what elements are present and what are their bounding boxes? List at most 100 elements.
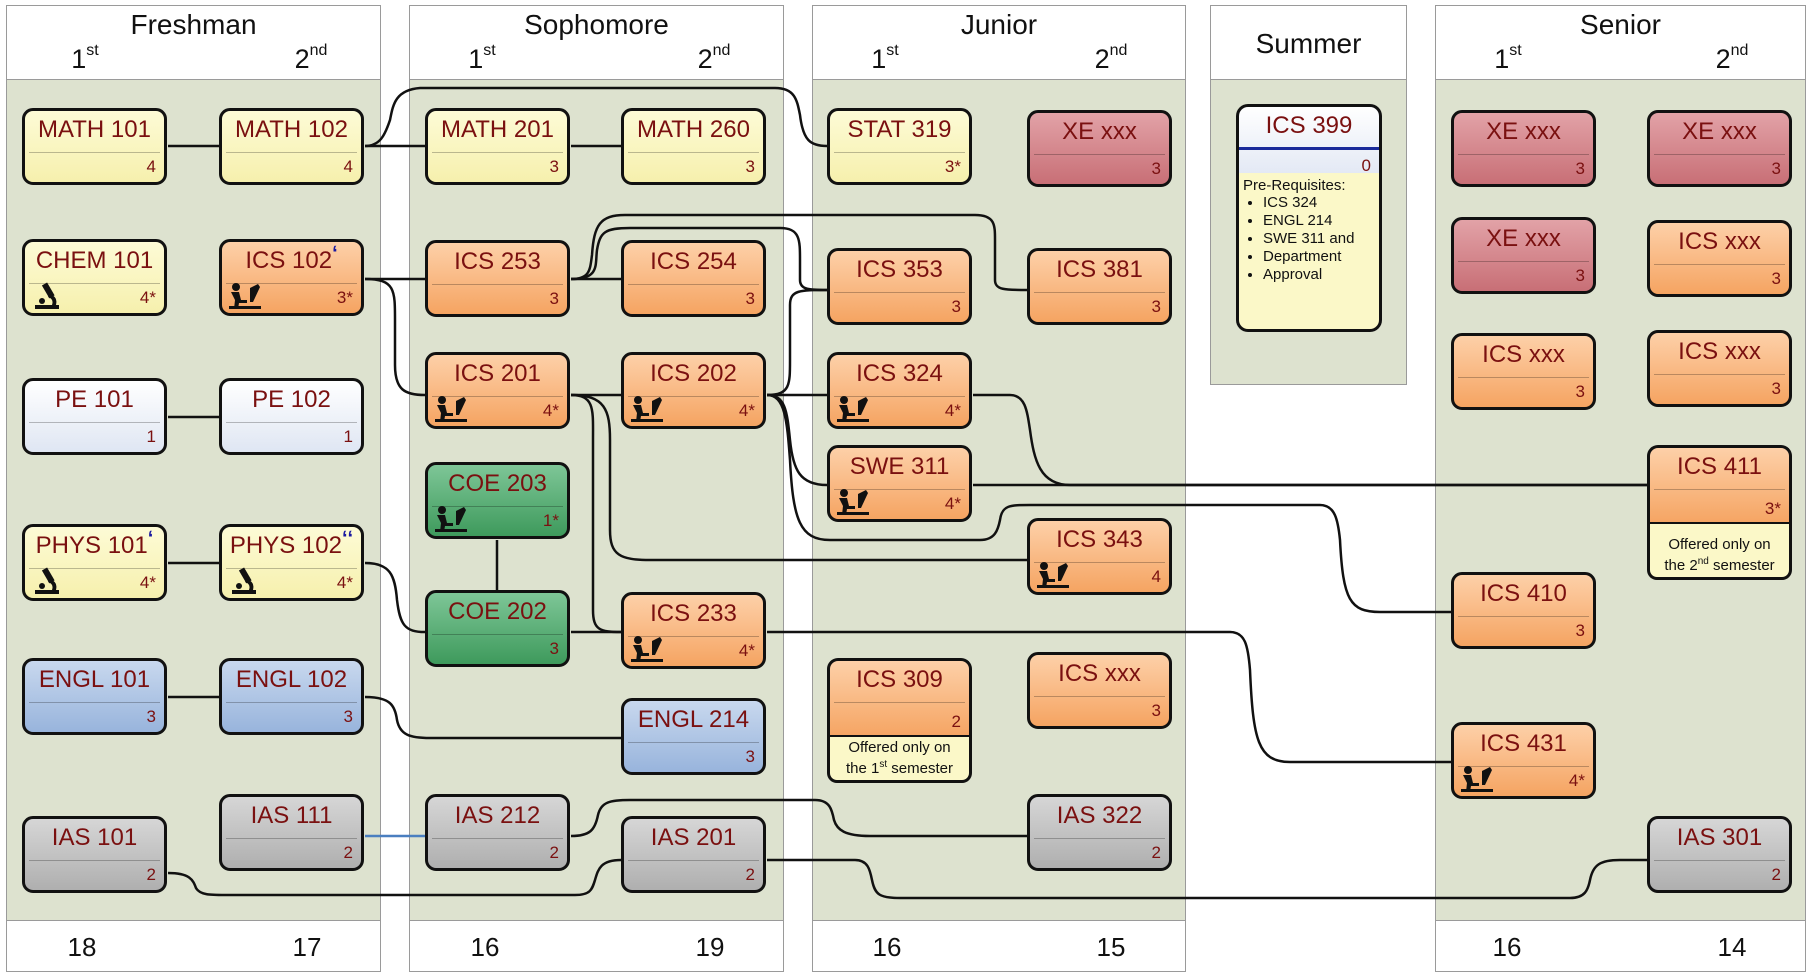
lab-microscope-icon	[35, 282, 59, 309]
credits: 4*	[944, 494, 961, 513]
credits: 1*	[542, 511, 559, 530]
semester-2-label: 2nd	[697, 42, 731, 74]
course-ics343[interactable]: ICS 343 4	[1027, 518, 1172, 595]
course-phys102[interactable]: PHYS 102ʻʻ 4*	[219, 524, 364, 601]
credits: 4	[146, 157, 156, 176]
semester-1-total: 16	[470, 932, 500, 962]
semester-2-total: 14	[1717, 932, 1747, 962]
credits: 3*	[944, 157, 961, 176]
prereq-item: Department	[1263, 248, 1375, 266]
year-title: Sophomore	[524, 9, 669, 40]
course-coe203[interactable]: COE 203 1*	[425, 462, 570, 539]
semester-area	[7, 79, 380, 921]
semester-2-total: 15	[1096, 932, 1126, 962]
prereq-item: ENGL 214	[1263, 212, 1375, 230]
credits: 3	[745, 157, 755, 176]
line-ics202-swe311	[766, 393, 828, 487]
computer-lab-icon	[1461, 766, 1493, 792]
semester-1-label: 1st	[468, 42, 496, 74]
credits: 3	[745, 289, 755, 308]
credits: 3	[1575, 621, 1585, 640]
course-ics102[interactable]: ICS 102ʻ 3*	[219, 239, 364, 316]
line-engl102-engl214	[364, 695, 621, 740]
credits: 2	[343, 843, 353, 862]
course-phys101[interactable]: PHYS 101ʻ 4*	[22, 524, 167, 601]
year-title: Junior	[960, 9, 1038, 40]
credits: 2	[1771, 865, 1781, 884]
line-ics102-ics201	[364, 277, 426, 397]
course-ics233[interactable]: ICS 233 4*	[621, 592, 766, 669]
year-title: Senior	[1580, 9, 1661, 40]
computer-lab-icon	[631, 636, 663, 662]
course-chem101[interactable]: CHEM 101 4*	[22, 239, 167, 316]
credits: 4	[343, 157, 353, 176]
prereq-item: SWE 311 and	[1263, 230, 1375, 248]
course-ics201[interactable]: ICS 201 4*	[425, 352, 570, 429]
course-swe311[interactable]: SWE 311 4*	[827, 445, 972, 522]
computer-lab-icon	[631, 396, 663, 422]
lab-microscope-icon	[35, 567, 59, 594]
credits: 0	[1361, 156, 1371, 175]
computer-lab-icon	[435, 506, 467, 532]
credits: 2	[951, 712, 961, 731]
course-ics399[interactable]: ICS 399 0	[1236, 104, 1382, 176]
credits: 3	[549, 639, 559, 658]
credits: 2	[146, 865, 156, 884]
credits: 4*	[542, 401, 559, 420]
semester-2-label: 2nd	[294, 42, 328, 74]
credits: 3	[1575, 159, 1585, 178]
line-math102-stat319	[364, 86, 828, 148]
course-ics431[interactable]: ICS 431 4*	[1451, 722, 1596, 799]
credits: 3	[1151, 297, 1161, 316]
credits: 4*	[738, 401, 755, 420]
credits: 3*	[1764, 499, 1781, 518]
line-ias101-ias201	[167, 858, 622, 897]
line-ics233-ics431	[767, 630, 1451, 764]
line-ics253-ics381	[570, 213, 1028, 292]
credits: 3	[1575, 266, 1585, 285]
semester-1-label: 1st	[1494, 42, 1522, 74]
prereq-title: Pre-Requisites:	[1243, 177, 1346, 194]
credits: 3	[745, 747, 755, 766]
ics411-offering-note: Offered only on the 2nd semester	[1647, 522, 1792, 580]
computer-lab-icon	[1037, 562, 1069, 588]
course-ics324[interactable]: ICS 324 4*	[827, 352, 972, 429]
prereq-item: Approval	[1263, 266, 1375, 284]
course-ics202[interactable]: ICS 202 4*	[621, 352, 766, 429]
computer-lab-icon	[229, 283, 261, 309]
credits: 2	[1151, 843, 1161, 862]
computer-lab-icon	[837, 396, 869, 422]
